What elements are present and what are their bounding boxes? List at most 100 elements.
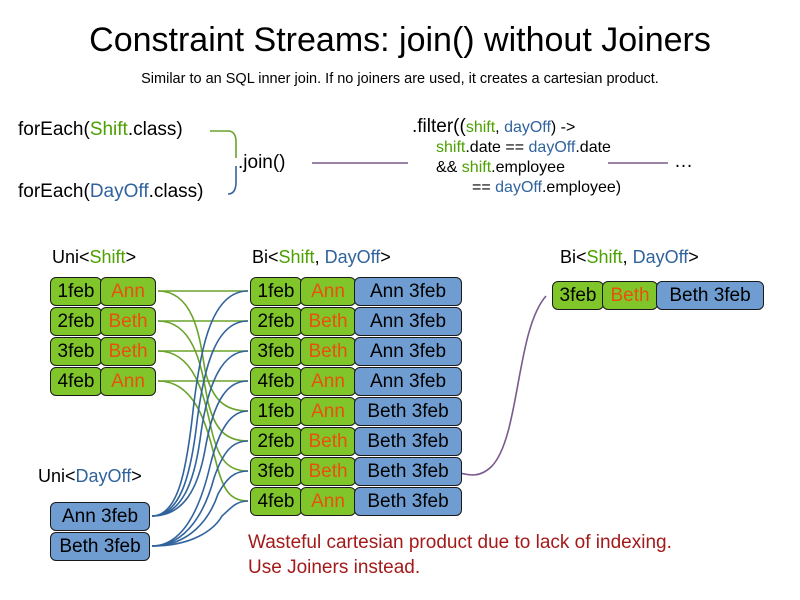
heading-text: ,: [622, 247, 633, 267]
bi-row[interactable]: 1feb Ann Ann 3feb: [250, 277, 462, 306]
uni-shift-row[interactable]: 4feb Ann: [50, 367, 156, 396]
bi-row[interactable]: 1feb Ann Beth 3feb: [250, 397, 462, 426]
code-text: &&: [436, 159, 462, 176]
shift-date-chip: 2feb: [250, 427, 302, 456]
code-text: forEach(: [18, 119, 90, 140]
shift-date-chip: 3feb: [250, 457, 302, 486]
filter-line-2: shift.date == dayOff.date: [412, 138, 621, 158]
code-text: ==: [472, 179, 496, 196]
page-title: Constraint Streams: join() without Joine…: [89, 21, 711, 59]
shift-employee-chip: Beth: [100, 337, 156, 366]
code-filter-block: .filter((shift, dayOff) -> shift.date ==…: [412, 117, 621, 198]
heading-text: >: [125, 247, 137, 267]
shift-employee-chip: Ann: [300, 277, 356, 306]
heading-text: >: [131, 466, 142, 486]
code-var-shift: shift: [436, 139, 466, 156]
dayoff-chip: Ann 3feb: [354, 337, 462, 366]
bi-row[interactable]: 4feb Ann Ann 3feb: [250, 367, 462, 396]
code-join-label: .join(): [238, 152, 286, 173]
uni-shift-row[interactable]: 2feb Beth: [50, 307, 156, 336]
shift-employee-chip: Beth: [300, 427, 356, 456]
bi-row[interactable]: 3feb Beth Beth 3feb: [250, 457, 462, 486]
code-text: ,: [495, 119, 505, 136]
heading-text: Uni<: [38, 466, 76, 486]
heading-uni-shift: Uni<Shift>: [52, 246, 136, 268]
shift-date-chip: 4feb: [50, 367, 102, 396]
shift-date-chip: 1feb: [250, 397, 302, 426]
dayoff-chip: Beth 3feb: [354, 427, 462, 456]
heading-text: Bi<: [252, 247, 279, 267]
shift-employee-chip: Beth: [300, 457, 356, 486]
code-foreach-shift: forEach(Shift.class): [18, 118, 183, 141]
shift-employee-chip: Beth: [300, 307, 356, 336]
code-text: .class): [148, 181, 204, 202]
bi-row[interactable]: 2feb Beth Beth 3feb: [250, 427, 462, 456]
dayoff-chip: Ann 3feb: [50, 502, 150, 531]
heading-text: ,: [314, 247, 325, 267]
shift-employee-chip: Beth: [100, 307, 156, 336]
uni-shift-row[interactable]: 1feb Ann: [50, 277, 156, 306]
filter-line-1: .filter((shift, dayOff) ->: [412, 117, 621, 138]
dayoff-chip: Ann 3feb: [354, 367, 462, 396]
heading-text: >: [380, 247, 391, 267]
code-text: .date: [575, 139, 611, 156]
shift-date-chip: 4feb: [250, 487, 302, 516]
heading-text: Uni<: [52, 247, 90, 267]
shift-employee-chip: Ann: [300, 487, 356, 516]
shift-employee-chip: Ann: [300, 397, 356, 426]
bi-row[interactable]: 2feb Beth Ann 3feb: [250, 307, 462, 336]
shift-employee-chip: Beth: [300, 337, 356, 366]
code-var-shift: shift: [465, 119, 496, 136]
shift-date-chip: 1feb: [250, 277, 302, 306]
code-var-dayoff: dayOff: [504, 119, 551, 136]
shift-employee-chip: Beth: [602, 281, 658, 310]
code-type-dayoff: DayOff: [89, 181, 149, 202]
code-text: .class): [127, 119, 183, 140]
code-text: .employee: [491, 159, 565, 176]
warning-message: Wasteful cartesian product due to lack o…: [248, 530, 672, 580]
code-type-shift: Shift: [89, 119, 128, 140]
dayoff-chip: Ann 3feb: [354, 277, 462, 306]
dayoff-chip: Beth 3feb: [354, 487, 462, 516]
heading-text: Bi<: [560, 247, 587, 267]
bi-result-row[interactable]: 3feb Beth Beth 3feb: [552, 281, 764, 310]
shift-employee-chip: Ann: [300, 367, 356, 396]
shift-employee-chip: Ann: [100, 367, 156, 396]
heading-type-dayoff: DayOff: [632, 247, 689, 267]
shift-date-chip: 4feb: [250, 367, 302, 396]
code-var-dayoff: dayOff: [528, 139, 576, 156]
heading-type-dayoff: DayOff: [75, 466, 132, 486]
uni-shift-row[interactable]: 3feb Beth: [50, 337, 156, 366]
code-text: .filter((: [412, 116, 466, 137]
dayoff-chip: Beth 3feb: [50, 532, 150, 561]
dayoff-chip: Beth 3feb: [354, 457, 462, 486]
bi-row[interactable]: 4feb Ann Beth 3feb: [250, 487, 462, 516]
heading-type-shift: Shift: [586, 247, 623, 267]
code-text: ) ->: [550, 119, 576, 136]
code-text: .employee): [541, 179, 622, 196]
heading-uni-dayoff: Uni<DayOff>: [38, 465, 142, 487]
bi-row[interactable]: 3feb Beth Ann 3feb: [250, 337, 462, 366]
shift-date-chip: 2feb: [250, 307, 302, 336]
heading-bi-right: Bi<Shift, DayOff>: [560, 246, 699, 268]
dayoff-chip: Beth 3feb: [354, 397, 462, 426]
code-ellipsis: …: [674, 151, 694, 172]
code-var-shift: shift: [461, 159, 492, 176]
dayoff-chip: Ann 3feb: [354, 307, 462, 336]
shift-date-chip: 3feb: [50, 337, 102, 366]
warning-line-1: Wasteful cartesian product due to lack o…: [248, 532, 672, 553]
uni-dayoff-row[interactable]: Beth 3feb: [50, 532, 150, 561]
heading-bi-middle: Bi<Shift, DayOff>: [252, 246, 391, 268]
code-foreach-dayoff: forEach(DayOff.class): [18, 180, 204, 203]
dayoff-chip: Beth 3feb: [656, 281, 764, 310]
warning-line-2: Use Joiners instead.: [248, 557, 421, 578]
uni-dayoff-row[interactable]: Ann 3feb: [50, 502, 150, 531]
filter-line-4: == dayOff.employee): [412, 178, 621, 198]
shift-date-chip: 2feb: [50, 307, 102, 336]
page-subtitle: Similar to an SQL inner join. If no join…: [141, 71, 659, 87]
shift-date-chip: 3feb: [250, 337, 302, 366]
heading-text: >: [688, 247, 699, 267]
heading-type-dayoff: DayOff: [324, 247, 381, 267]
filter-line-3: && shift.employee: [412, 158, 621, 178]
